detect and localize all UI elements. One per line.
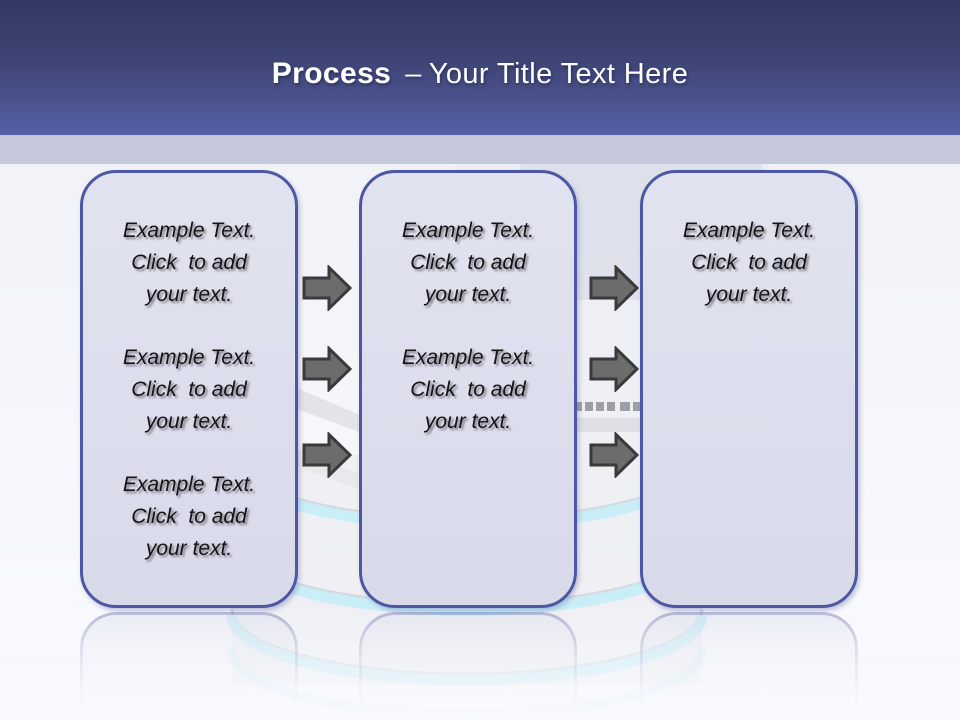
flow-arrow-icon [589,432,639,478]
flow-arrow-icon [589,265,639,311]
title-dash: – [405,57,422,90]
box-2-reflection [359,612,577,720]
text-placeholder-box-3[interactable]: Example Text. Click to add your text. [640,170,858,608]
text-line: your text. [145,537,233,560]
text-line: Click to add [410,378,526,401]
text-line: Example Text. [122,473,256,496]
paragraph: Example Text. Click to add your text. [93,215,285,311]
text-line: Click to add [410,251,526,274]
flow-arrow-icon [302,265,352,311]
text-line: Click to add [131,505,247,528]
box-3-reflection [640,612,858,720]
text-line: Example Text. [682,219,816,242]
box-3-text: Example Text. Click to add your text. [643,173,855,311]
text-line: Example Text. [401,346,535,369]
box-1-reflection [80,612,298,720]
text-line: Click to add [131,251,247,274]
paragraph: Example Text. Click to add your text. [372,215,564,311]
text-line: your text. [145,410,233,433]
paragraph: Example Text. Click to add your text. [93,342,285,438]
paragraph: Example Text. Click to add your text. [93,469,285,565]
title-rest: Your Title Text Here [428,57,689,90]
text-line: your text. [145,283,233,306]
text-line: your text. [424,283,512,306]
text-line: Example Text. [122,219,256,242]
flow-arrow-icon [302,346,352,392]
text-line: Example Text. [122,346,256,369]
flow-arrow-icon [302,432,352,478]
box-2-text: Example Text. Click to add your text. Ex… [362,173,574,438]
paragraph: Example Text. Click to add your text. [653,215,845,311]
text-line: Click to add [131,378,247,401]
slide-title: Process–Your Title Text Here [272,57,689,91]
flow-arrow-icon [589,346,639,392]
text-placeholder-box-1[interactable]: Example Text. Click to add your text. Ex… [80,170,298,608]
paragraph: Example Text. Click to add your text. [372,342,564,438]
box-1-text: Example Text. Click to add your text. Ex… [83,173,295,565]
text-line: your text. [424,410,512,433]
text-placeholder-box-2[interactable]: Example Text. Click to add your text. Ex… [359,170,577,608]
text-line: Example Text. [401,219,535,242]
text-line: your text. [705,283,793,306]
background-band [0,135,960,164]
text-line: Click to add [691,251,807,274]
title-bar: Process–Your Title Text Here [0,0,960,135]
title-emphasis: Process [271,56,392,90]
